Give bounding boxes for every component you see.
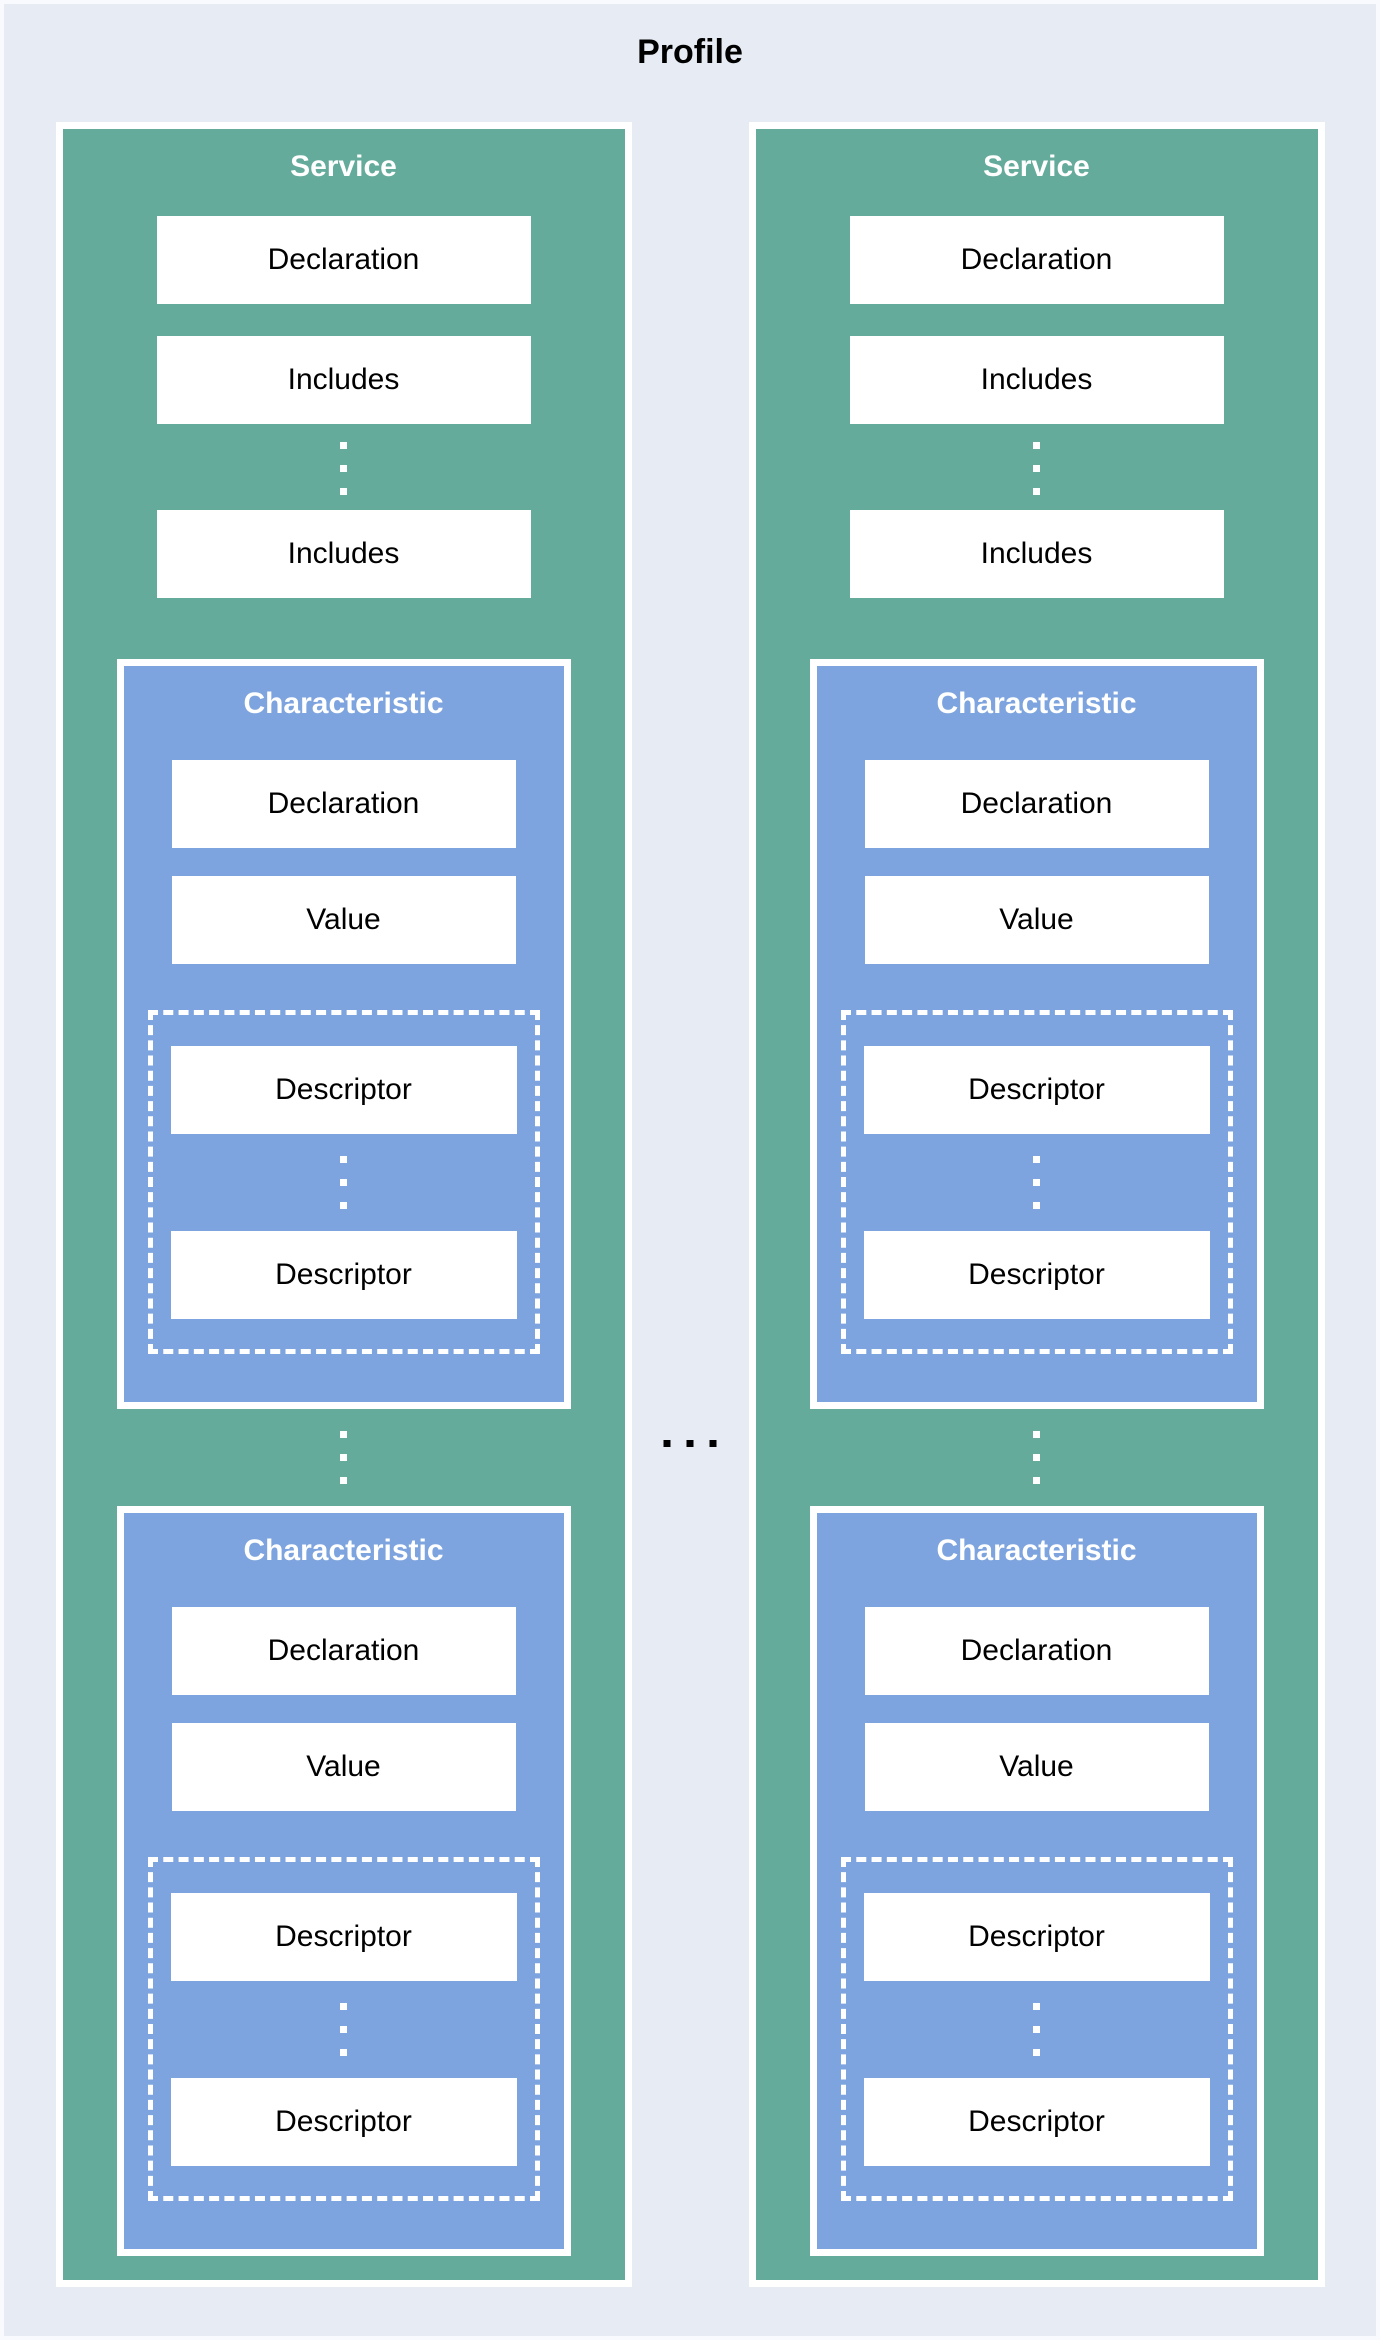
descriptor-group: Descriptor Descriptor (840, 1010, 1233, 1354)
service-declaration-box: Declaration (849, 216, 1224, 304)
profile-title: Profile (637, 33, 743, 71)
vertical-ellipsis-icon (1033, 442, 1040, 495)
descriptor-box: Descriptor (170, 1231, 517, 1319)
descriptor-box: Descriptor (863, 1046, 1210, 1134)
service-box-1: Service Declaration Includes Includes Ch… (55, 122, 632, 2287)
vertical-ellipsis-icon (340, 2003, 347, 2056)
characteristic-title: Characteristic (936, 687, 1137, 720)
characteristic-box: Characteristic Declaration Value Descrip… (116, 659, 571, 1409)
characteristic-declaration-box: Declaration (171, 760, 516, 848)
vertical-ellipsis-icon (340, 1156, 347, 1209)
descriptor-box: Descriptor (170, 1893, 517, 1981)
characteristic-box: Characteristic Declaration Value Descrip… (809, 659, 1264, 1409)
service-title: Service (290, 150, 397, 183)
characteristic-declaration-box: Declaration (171, 1607, 516, 1695)
characteristic-value-box: Value (171, 876, 516, 964)
horizontal-ellipsis-icon (663, 1440, 717, 1447)
descriptor-box: Descriptor (863, 1231, 1210, 1319)
characteristic-title: Characteristic (243, 687, 444, 720)
vertical-ellipsis-icon (340, 1431, 347, 1484)
descriptor-box: Descriptor (170, 1046, 517, 1134)
characteristic-title: Characteristic (936, 1534, 1137, 1567)
characteristic-value-box: Value (864, 1723, 1209, 1811)
characteristic-declaration-box: Declaration (864, 1607, 1209, 1695)
includes-box: Includes (156, 336, 531, 424)
descriptor-box: Descriptor (863, 2078, 1210, 2166)
descriptor-group: Descriptor Descriptor (840, 1857, 1233, 2201)
vertical-ellipsis-icon (340, 442, 347, 495)
characteristic-declaration-box: Declaration (864, 760, 1209, 848)
includes-box: Includes (156, 510, 531, 598)
descriptor-box: Descriptor (863, 1893, 1210, 1981)
vertical-ellipsis-icon (1033, 1431, 1040, 1484)
descriptor-group: Descriptor Descriptor (147, 1010, 540, 1354)
descriptor-group: Descriptor Descriptor (147, 1857, 540, 2201)
characteristic-box: Characteristic Declaration Value Descrip… (116, 1506, 571, 2256)
service-declaration-box: Declaration (156, 216, 531, 304)
includes-box: Includes (849, 510, 1224, 598)
descriptor-box: Descriptor (170, 2078, 517, 2166)
includes-box: Includes (849, 336, 1224, 424)
characteristic-title: Characteristic (243, 1534, 444, 1567)
vertical-ellipsis-icon (1033, 1156, 1040, 1209)
characteristic-box: Characteristic Declaration Value Descrip… (809, 1506, 1264, 2256)
characteristic-value-box: Value (171, 1723, 516, 1811)
service-box-2: Service Declaration Includes Includes Ch… (748, 122, 1325, 2287)
service-title: Service (983, 150, 1090, 183)
services-row: Service Declaration Includes Includes Ch… (4, 122, 1376, 2287)
characteristic-value-box: Value (864, 876, 1209, 964)
vertical-ellipsis-icon (1033, 2003, 1040, 2056)
